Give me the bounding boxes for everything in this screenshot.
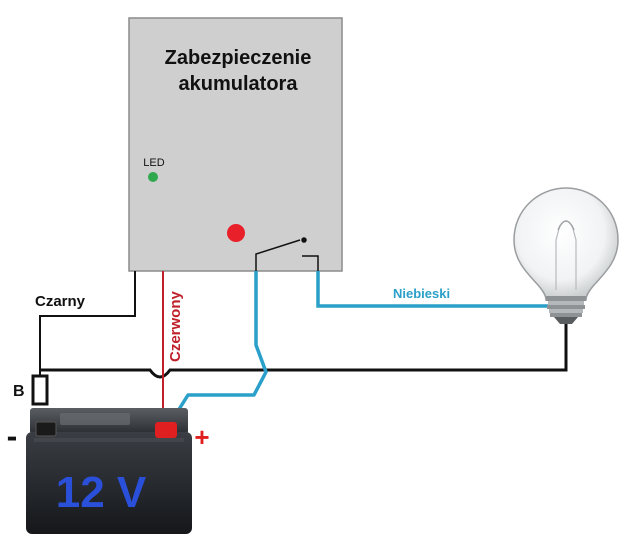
black-wire-module bbox=[39, 271, 136, 376]
blue-wire-battery bbox=[164, 271, 268, 431]
battery-plus-label: + bbox=[194, 422, 209, 452]
light-bulb-icon bbox=[513, 187, 619, 324]
battery-icon bbox=[26, 408, 192, 534]
led-label: LED bbox=[143, 157, 164, 169]
battery-minus-label: - bbox=[7, 418, 18, 454]
black-wire-lamp-return bbox=[40, 320, 568, 379]
module-title-line1: Zabezpieczenie bbox=[165, 47, 312, 69]
relay-contact-symbol bbox=[255, 237, 319, 271]
led-indicator-green bbox=[148, 172, 158, 182]
battery-voltage-label: 12 V bbox=[56, 468, 147, 517]
fuse-label: B bbox=[13, 383, 25, 400]
red-wire-label: Czerwony bbox=[167, 290, 184, 362]
black-wire-label: Czarny bbox=[35, 293, 86, 310]
blue-wire-lamp bbox=[316, 271, 550, 308]
blue-wire-label: Niebieski bbox=[393, 286, 450, 301]
red-status-indicator bbox=[227, 224, 245, 242]
module-title-line2: akumulatora bbox=[179, 73, 299, 95]
fuse-icon bbox=[31, 374, 49, 406]
